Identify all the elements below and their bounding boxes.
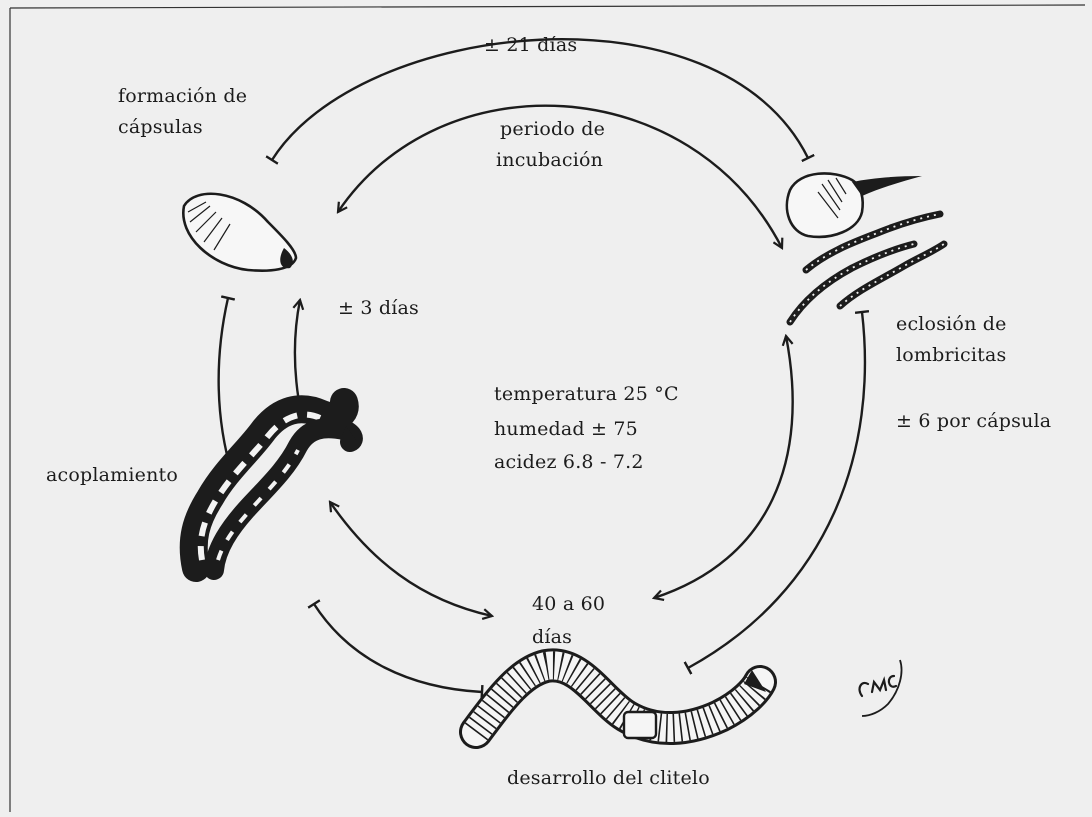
label-humidity: humedad ± 75 <box>494 418 638 440</box>
frame-line-top <box>10 5 1085 8</box>
label-hatching-line2: lombricitas <box>896 344 1007 366</box>
label-incubation-line1: periodo de <box>500 118 605 140</box>
label-capsule-formation-line2: cápsulas <box>118 116 203 138</box>
capsule-left-illustration <box>183 194 296 271</box>
arc-21-days <box>272 39 808 160</box>
label-hatching-line1: eclosión de <box>896 313 1007 335</box>
artist-signature <box>860 660 902 716</box>
mating-worms-illustration <box>194 402 356 570</box>
label-capsule-formation-line1: formación de <box>118 85 247 107</box>
label-incubation-line2: incubación <box>496 149 603 171</box>
label-acidity: acidez 6.8 - 7.2 <box>494 451 644 473</box>
label-40-60-line2: días <box>532 626 572 648</box>
label-per-capsule: ± 6 por cápsula <box>896 410 1051 432</box>
label-temperature: temperatura 25 °C <box>494 383 679 405</box>
line-capsule-mating <box>219 298 232 474</box>
label-3-days: ± 3 días <box>338 297 419 319</box>
arc-mating-clitellum <box>314 604 482 692</box>
arc-hatching-growth <box>654 336 793 598</box>
label-mating: acoplamiento <box>46 464 178 486</box>
adult-worm-illustration <box>476 665 766 738</box>
arrow-mating-growth <box>330 502 492 616</box>
label-40-60-line1: 40 a 60 <box>532 593 605 615</box>
label-clitellum-development: desarrollo del clitelo <box>507 767 710 789</box>
label-21-days: ± 21 días <box>484 34 577 56</box>
